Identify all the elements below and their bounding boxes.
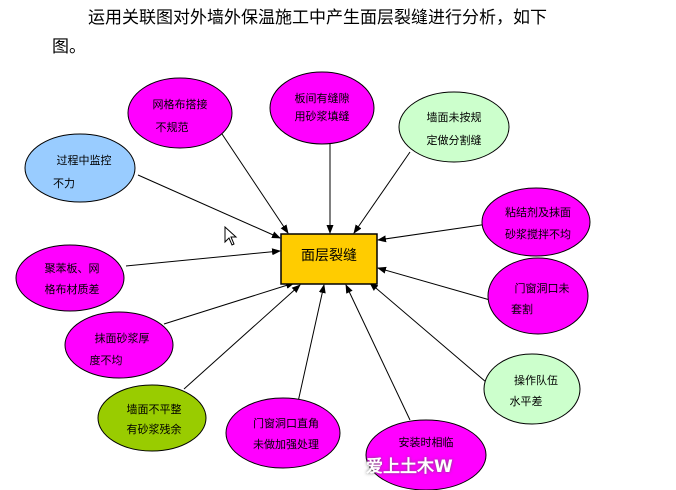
node-line-1: 聚苯板、网	[45, 261, 100, 275]
node-line-2: 套割	[511, 302, 533, 316]
node-line-2: 格布材质差	[45, 282, 100, 296]
arrow-wall-split	[353, 151, 411, 234]
center-box	[280, 233, 378, 285]
node-line-1: 网格布搭接	[153, 97, 208, 111]
arrow-uneven-wall	[183, 284, 301, 390]
node-line-1: 墙面未按规	[427, 110, 482, 124]
arrow-material-quality	[125, 248, 281, 267]
node-team-level: 操作队伍 水平差	[483, 353, 581, 425]
node-wall-split: 墙面未按规 定做分割缝	[398, 91, 510, 163]
node-line-2: 定做分割缝	[427, 133, 482, 147]
node-line-1: 门窗洞口未	[515, 281, 570, 295]
arrow-mortar-thickness	[163, 282, 295, 325]
node-material-quality: 聚苯板、网 格布材质差	[15, 244, 125, 312]
arrow-group	[125, 133, 491, 421]
watermark-text: 爱上土木W	[366, 457, 453, 477]
node-ellipse	[269, 71, 375, 145]
node-ellipse	[24, 133, 136, 203]
arrow-team-level	[369, 282, 487, 383]
mouse-pointer-icon	[224, 226, 238, 246]
arrow-corner-reinforce	[297, 284, 326, 403]
node-line-1: 过程中监控	[57, 153, 112, 167]
node-line-2: 砂浆搅拌不均	[505, 227, 571, 241]
intro-paragraph: 运用关联图对外墙外保温施工中产生面层裂缝进行分析，如下图。	[52, 4, 652, 62]
node-opening-mesh: 门窗洞口未 套割	[487, 257, 589, 335]
node-ellipse	[64, 311, 174, 379]
arrow-mesh-overlap	[221, 133, 289, 234]
node-ellipse	[127, 77, 233, 149]
node-line-2: 水平差	[510, 394, 543, 408]
node-ellipse	[481, 187, 591, 257]
node-ellipse	[487, 257, 589, 335]
node-line-1: 粘结剂及抹面	[505, 205, 571, 219]
center-label: 面层裂缝	[301, 248, 357, 264]
node-mortar-thickness: 抹面砂浆厚 度不均	[64, 311, 174, 379]
node-line-2: 不规范	[156, 120, 189, 134]
node-line-1: 抹面砂浆厚	[95, 331, 150, 345]
node-uneven-wall: 墙面不平整 有砂浆残余	[97, 384, 207, 452]
node-ellipse	[15, 244, 125, 312]
intro-line-1: 运用关联图对外墙外保温施工中产生面层裂缝进行分析，如下	[88, 8, 547, 28]
intro-line-2: 图。	[52, 37, 86, 57]
arrow-install-temp	[345, 284, 411, 421]
node-line-1: 门窗洞口直角	[253, 416, 319, 430]
node-line-2: 度不均	[90, 353, 123, 367]
center-node: 面层裂缝	[280, 233, 378, 285]
node-ellipse	[483, 353, 581, 425]
node-line-2: 有砂浆残余	[127, 422, 182, 436]
node-ellipse	[97, 384, 207, 452]
node-ellipse	[398, 91, 510, 163]
node-ellipse	[225, 397, 341, 469]
arrow-adhesive-mix	[377, 223, 489, 243]
arrow-process-monitor	[137, 174, 281, 239]
node-ellipse	[365, 419, 487, 490]
node-install-temp: 安装时相临	[365, 419, 487, 490]
node-process-monitor: 过程中监控 不力	[24, 133, 136, 203]
arrow-opening-mesh	[377, 266, 491, 301]
node-line-1: 操作队伍	[514, 373, 558, 387]
node-line-1: 安装时相临	[399, 435, 454, 449]
node-line-1: 板间有缝隙	[295, 91, 350, 105]
node-line-2: 未做加强处理	[253, 437, 319, 451]
node-board-gap: 板间有缝隙 用砂浆填缝	[269, 71, 375, 145]
node-line-2: 用砂浆填缝	[295, 109, 350, 123]
node-adhesive-mix: 粘结剂及抹面 砂浆搅拌不均	[481, 187, 591, 257]
node-line-2: 不力	[53, 177, 75, 190]
node-mesh-overlap: 网格布搭接 不规范	[127, 77, 233, 149]
node-corner-reinforce: 门窗洞口直角 未做加强处理	[225, 397, 341, 469]
node-line-1: 墙面不平整	[127, 402, 182, 416]
